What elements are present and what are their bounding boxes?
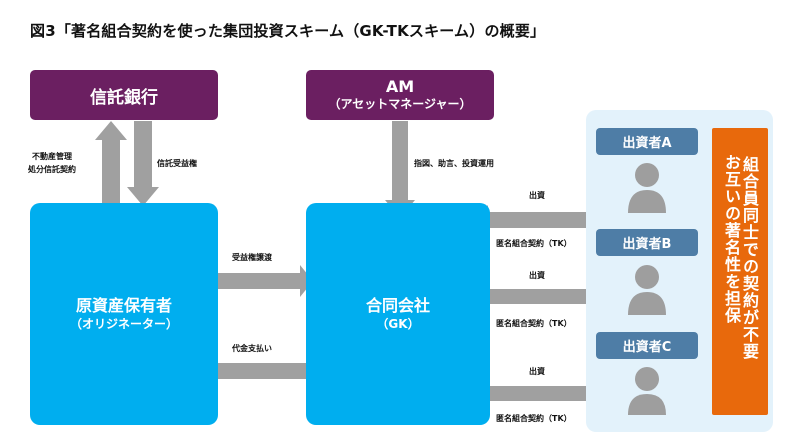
originator-sublabel: （オリジネーター） xyxy=(69,317,178,331)
investor-a-arrow-label: 出資 xyxy=(529,191,545,200)
note-line2: お互いの著名性を担保 xyxy=(722,154,741,324)
asset-manager-label: AM xyxy=(385,77,415,96)
investor-b-arrow-label: 出資 xyxy=(529,271,545,280)
investor-a-contract-label: 匿名組合契約（TK） xyxy=(496,239,572,248)
arrow-am-to-gk xyxy=(385,121,415,218)
edge-label-am-instruction: 指図、助言、投資運用 xyxy=(414,159,494,168)
investor-b-contract-label: 匿名組合契約（TK） xyxy=(496,319,572,328)
trust-bank-label: 信託銀行 xyxy=(90,87,158,108)
edge-label-trust-contract: 不動産管理 処分信託契約 xyxy=(28,150,76,176)
edge-label-trust-beneficiary: 信託受益権 xyxy=(157,159,197,168)
arrow-investor-b-to-gk xyxy=(474,283,592,311)
gk-sublabel: （GK） xyxy=(376,317,420,331)
arrow-originator-to-gk xyxy=(196,265,313,297)
arrow-investor-a-to-gk xyxy=(474,205,592,235)
edge-label-line2: 処分信託契約 xyxy=(28,165,76,174)
arrow-bank-to-originator xyxy=(127,121,159,206)
arrow-investor-c-to-gk xyxy=(474,380,592,408)
diagram-title: 図3「著名組合契約を使った集団投資スキーム（GK-TKスキーム）の概要」 xyxy=(30,22,546,40)
originator-label: 原資産保有者 xyxy=(75,296,172,315)
investor-c-arrow-label: 出資 xyxy=(529,367,545,376)
note-box: 組合員同士での契約が不要 お互いの著名性を担保 xyxy=(712,128,768,415)
arrow-originator-to-bank xyxy=(95,121,127,203)
arrow-gk-to-originator xyxy=(196,355,313,387)
edge-label-payment: 代金支払い xyxy=(232,344,272,353)
gk-label: 合同会社 xyxy=(365,296,430,315)
originator-node: 原資産保有者 （オリジネーター） xyxy=(30,203,218,425)
investor-c-contract-label: 匿名組合契約（TK） xyxy=(496,414,572,423)
edge-label-line1: 不動産管理 xyxy=(32,152,72,161)
asset-manager-sublabel: （アセットマネージャー） xyxy=(328,97,472,111)
investor-a-label: 出資者A xyxy=(596,128,698,155)
gk-node: 合同会社 （GK） xyxy=(306,203,490,425)
note-line1: 組合員同士での契約が不要 xyxy=(740,156,759,360)
asset-manager-node: AM （アセットマネージャー） xyxy=(306,70,494,120)
investor-c-label: 出資者C xyxy=(596,332,698,359)
edge-label-transfer: 受益権譲渡 xyxy=(232,253,272,262)
investor-b-label: 出資者B xyxy=(596,229,698,256)
trust-bank-node: 信託銀行 xyxy=(30,70,218,120)
